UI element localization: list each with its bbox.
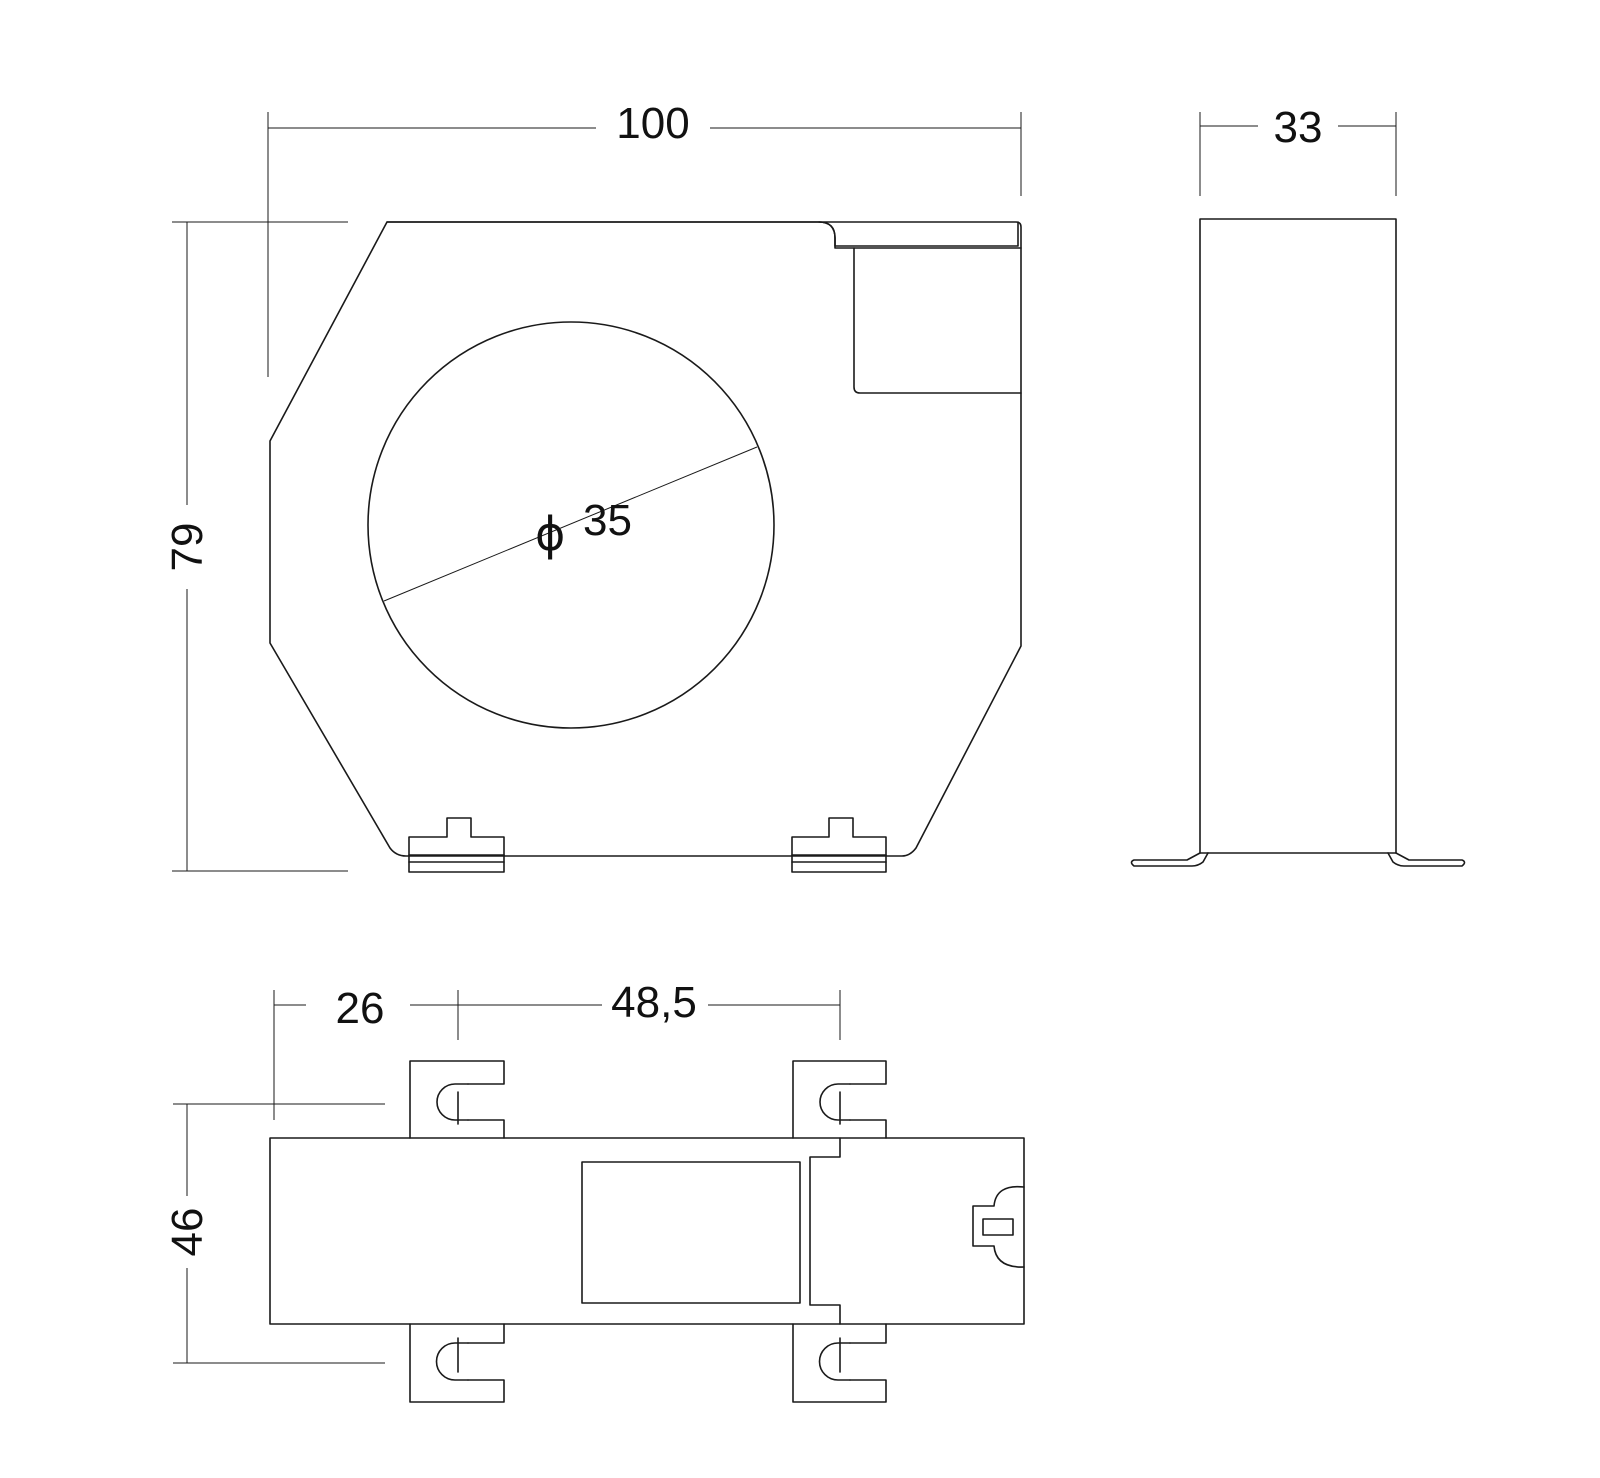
- side-view: 33: [1130, 103, 1466, 867]
- dim-bottom-height: 46: [163, 1103, 385, 1364]
- label-side-depth: 33: [1274, 103, 1323, 152]
- label-front-height: 79: [163, 523, 212, 572]
- front-clip-right: [791, 817, 887, 873]
- front-body-shell: [269, 221, 1022, 857]
- side-body: [1199, 218, 1397, 854]
- front-view: 100 79 ϕ 35: [163, 99, 1022, 873]
- side-mounting-foot-right: [1387, 852, 1466, 867]
- front-clip-left: [408, 817, 505, 873]
- side-mounting-foot: [1130, 852, 1209, 867]
- label-front-width: 100: [616, 99, 689, 148]
- label-bottom-offset: 26: [336, 984, 385, 1033]
- bottom-latch: [972, 1185, 1025, 1268]
- bottom-end-cap: [809, 1137, 841, 1325]
- dim-bottom-spacing: 48,5: [458, 978, 841, 1040]
- label-bottom-height: 46: [163, 1208, 212, 1257]
- bottom-tab-top-left: [409, 1060, 505, 1139]
- hole-diameter-line: [383, 446, 758, 602]
- bottom-tab-bottom-right: [792, 1323, 887, 1403]
- dim-bottom-offset: 26: [273, 984, 459, 1120]
- label-bottom-spacing: 48,5: [611, 978, 697, 1027]
- dim-side-depth: 33: [1199, 103, 1397, 196]
- bottom-label-window: [581, 1161, 801, 1304]
- bottom-tab-bottom-left: [409, 1323, 505, 1403]
- bottom-tab-top-right: [792, 1060, 887, 1139]
- dim-front-width: 100: [267, 99, 1022, 377]
- front-body-outline: [386, 221, 1019, 247]
- centre-hole: [367, 321, 775, 729]
- bottom-view: 26 48,5 46: [163, 978, 1025, 1403]
- label-hole-diameter: 35: [583, 496, 632, 545]
- bottom-latch-slot: [982, 1218, 1014, 1236]
- dim-front-height: 79: [163, 221, 348, 872]
- diameter-symbol: ϕ: [535, 507, 565, 561]
- front-side-pocket: [853, 247, 1022, 394]
- bottom-body: [269, 1137, 1025, 1325]
- front-top-step: [818, 221, 1022, 249]
